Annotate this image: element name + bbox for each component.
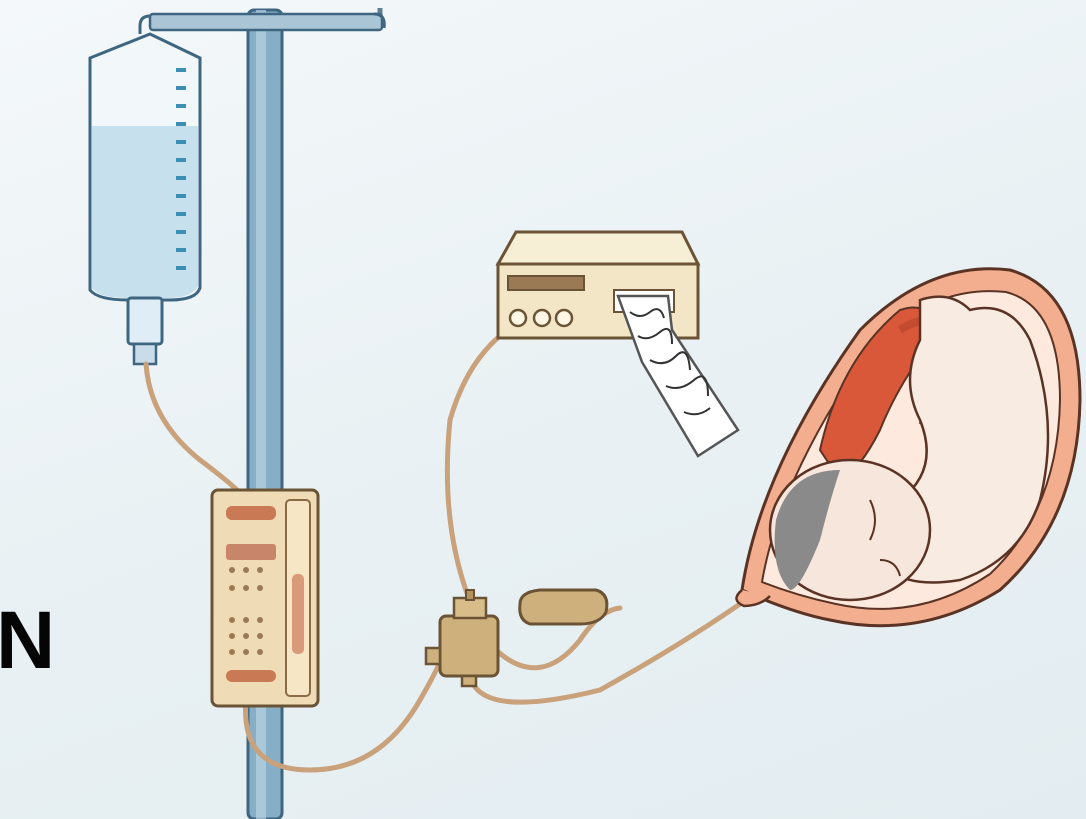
infusion-pump-icon (212, 490, 318, 706)
uterus-fetus-icon (736, 269, 1080, 626)
iv-bag-icon (90, 34, 200, 364)
side-caption-letter: N (0, 600, 55, 682)
